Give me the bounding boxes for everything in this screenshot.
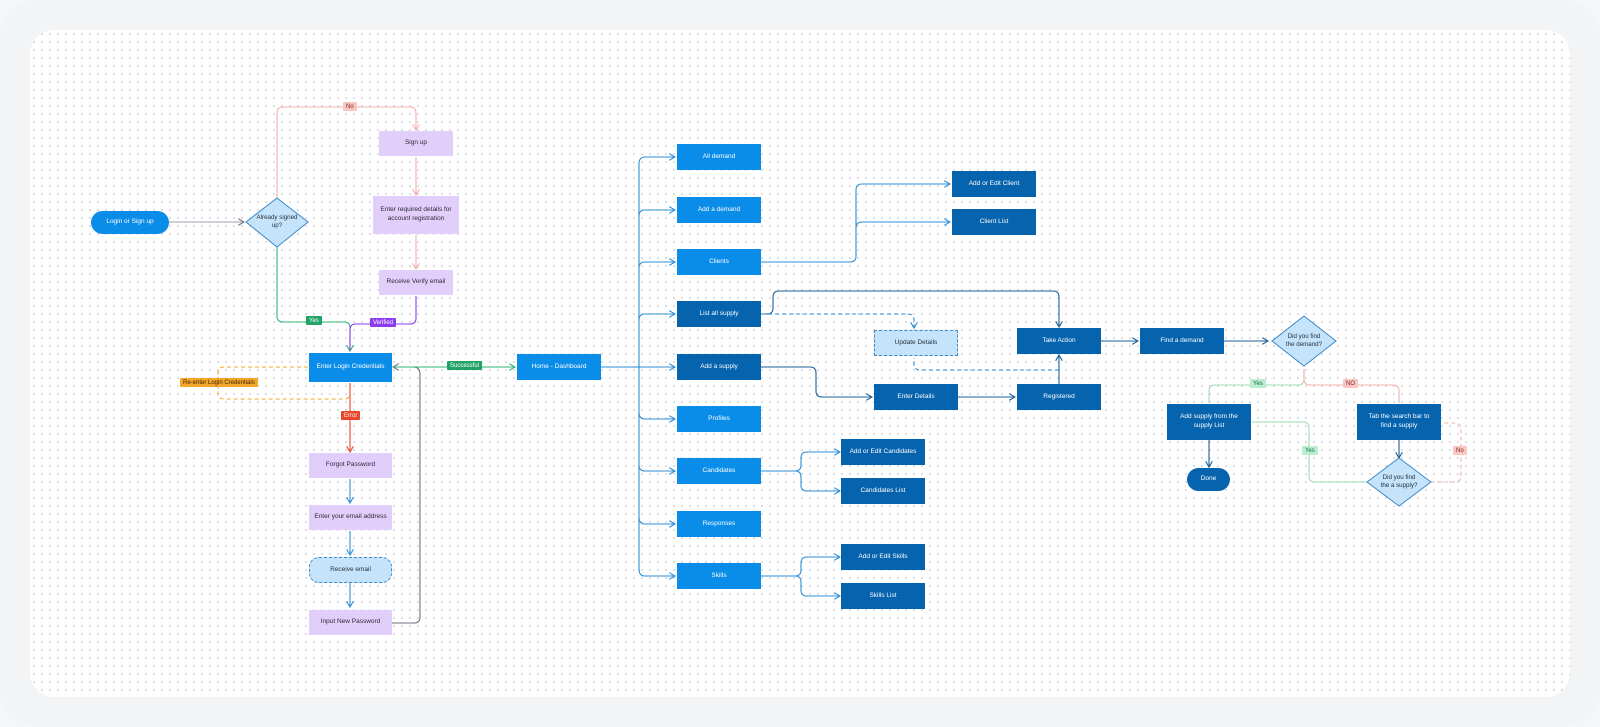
- edge-to-add-demand: [638, 210, 675, 217]
- tab-search-bar-node[interactable]: Tab the search bar to find a supply: [1357, 404, 1441, 440]
- edge-registered-to-update: [913, 358, 1059, 371]
- clients-node[interactable]: Clients: [677, 249, 761, 275]
- decision-diamond-find-demand: [1271, 315, 1337, 367]
- edge-candidates-branch: [761, 452, 840, 472]
- registered-node[interactable]: Registered: [1017, 384, 1101, 410]
- decision-diamond-already-signed-up: [245, 197, 309, 248]
- home-dashboard-node[interactable]: Home - Dashboard: [517, 354, 601, 380]
- enter-required-details-node[interactable]: Enter required details for account regis…: [373, 196, 459, 234]
- client-list-node[interactable]: Client List: [952, 209, 1036, 235]
- edge-list-supply-to-take-action: [761, 290, 1059, 327]
- input-new-password-node[interactable]: Input New Password: [309, 610, 392, 635]
- enter-email-address-node[interactable]: Enter your email address: [309, 505, 392, 530]
- responses-node[interactable]: Responses: [677, 511, 761, 537]
- edge-list-supply-to-update: [761, 313, 914, 328]
- edge-to-candidates: [638, 464, 675, 471]
- enter-details-node[interactable]: Enter Details: [874, 384, 958, 410]
- did-you-find-supply-label: Did you find the a supply?: [1380, 473, 1418, 489]
- no-label-demand: NO: [1343, 379, 1358, 388]
- yes-label-supply: Yes: [1302, 446, 1318, 455]
- done-node[interactable]: Done: [1187, 468, 1230, 491]
- login-signup-node[interactable]: Login or Sign up: [91, 211, 169, 234]
- enter-login-credentials-node[interactable]: Enter Login Credentials: [309, 353, 392, 382]
- edge-to-all-demand: [638, 157, 675, 165]
- flowchart-canvas: [30, 30, 1570, 697]
- edge-skills-branch: [761, 557, 840, 577]
- add-edit-skills-node[interactable]: Add or Edit Skills: [841, 544, 925, 570]
- list-all-supply-node[interactable]: List all supply: [677, 301, 761, 327]
- edge-to-profiles: [638, 411, 675, 419]
- yes-label-demand: Yes: [1250, 379, 1266, 388]
- add-edit-client-node[interactable]: Add or Edit Client: [952, 171, 1036, 197]
- receive-email-node[interactable]: Receive email: [309, 557, 392, 583]
- edge-to-clients: [638, 262, 675, 269]
- add-supply-node[interactable]: Add a supply: [677, 354, 761, 380]
- skills-list-node[interactable]: Skills List: [841, 583, 925, 609]
- successful-label: Successful: [447, 361, 483, 370]
- profiles-node[interactable]: Profiles: [677, 406, 761, 432]
- add-edit-candidates-node[interactable]: Add or Edit Candidates: [841, 439, 925, 465]
- take-action-node[interactable]: Take Action: [1017, 328, 1101, 354]
- already-signed-up-label: Already signed up?: [256, 213, 298, 229]
- forgot-password-node[interactable]: Forgot Password: [309, 453, 392, 478]
- edge-to-list-supply: [638, 314, 675, 321]
- receive-verify-email-node[interactable]: Receive Verify email: [379, 270, 453, 295]
- update-details-node[interactable]: Update Details: [874, 330, 958, 356]
- re-enter-credentials-label: Re-enter Login Credentials: [180, 378, 258, 387]
- edge-add-supply-to-enter-details: [761, 366, 872, 397]
- verified-label: Verified: [370, 318, 397, 327]
- yes-label-signed-up: Yes: [306, 316, 322, 325]
- add-demand-node[interactable]: Add a demand: [677, 197, 761, 223]
- no-label-supply: No: [1453, 446, 1467, 455]
- no-label-top: No: [343, 102, 357, 111]
- edge-to-responses: [638, 516, 675, 524]
- find-demand-node[interactable]: Find a demand: [1140, 328, 1224, 354]
- edge-newpassword-to-login: [392, 367, 421, 624]
- edge-yes-to-login-credentials: [276, 247, 350, 351]
- sign-up-node[interactable]: Sign up: [379, 131, 453, 156]
- did-you-find-demand-label: Did you find the demand?: [1285, 332, 1323, 348]
- skills-node[interactable]: Skills: [677, 563, 761, 589]
- candidates-list-node[interactable]: Candidates List: [841, 478, 925, 504]
- candidates-node[interactable]: Candidates: [677, 458, 761, 484]
- all-demand-node[interactable]: All demand: [677, 144, 761, 170]
- edge-to-skills: [638, 568, 675, 576]
- edge-reenter-loop: [217, 366, 351, 400]
- add-supply-from-list-node[interactable]: Add supply from the supply List: [1167, 404, 1251, 440]
- edge-clients-branch: [761, 184, 950, 263]
- error-label: Error: [341, 411, 361, 420]
- decision-diamond-find-supply: [1366, 457, 1432, 507]
